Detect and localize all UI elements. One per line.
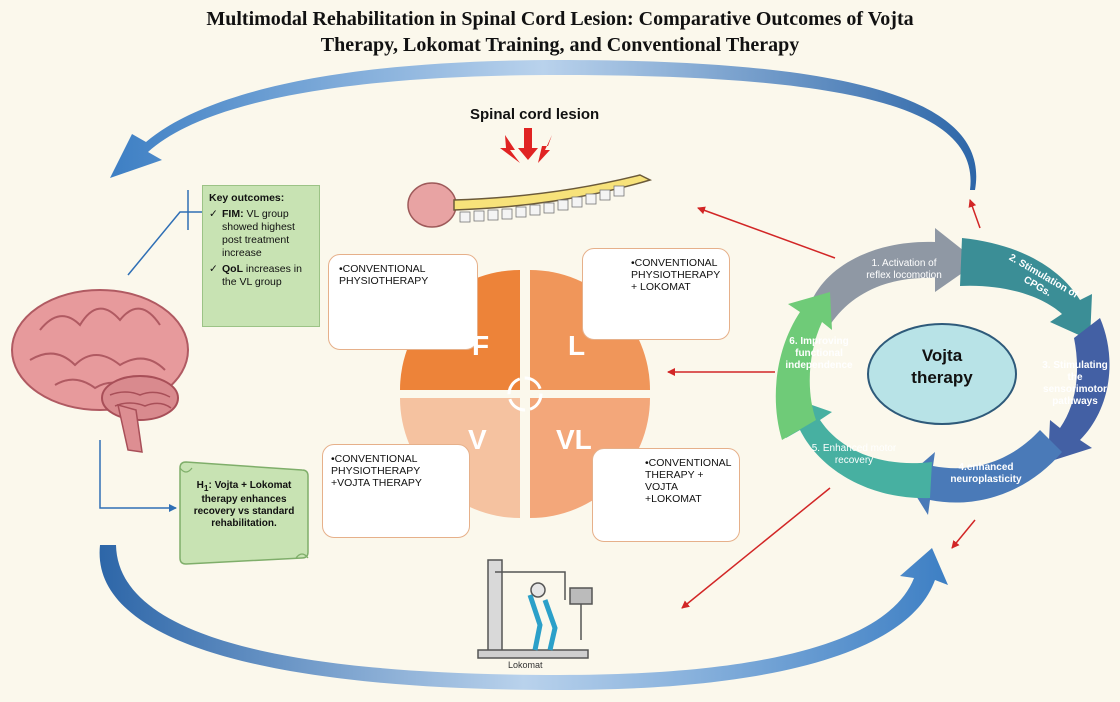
hypothesis-text: H1: Vojta + Lokomat therapy enhances rec… <box>193 480 295 529</box>
quadrant-f-letter: F <box>472 330 490 361</box>
group-v-card: •CONVENTIONAL PHYSIOTHERAPY +VOJTA THERA… <box>322 444 470 538</box>
checkmark-icon: ✓ <box>209 263 218 275</box>
vojta-cycle <box>775 228 1110 515</box>
vojta-center-label: Vojta therapy <box>911 346 973 387</box>
group-f-label: •CONVENTIONAL PHYSIOTHERAPY <box>339 263 429 287</box>
title-line-2: Therapy, Lokomat Training, and Conventio… <box>320 34 800 56</box>
hypothesis-scroll-shape <box>179 461 309 565</box>
vojta-step-2-arrow <box>960 238 1092 340</box>
key-outcome-item: ✓ FIM: VL group showed highest post trea… <box>209 208 313 260</box>
connector-lines <box>99 190 202 512</box>
group-l-label: •CONVENTIONAL PHYSIOTHERAPY + LOKOMAT <box>631 257 721 293</box>
checkmark-icon: ✓ <box>209 208 218 220</box>
group-vl-card: •CONVENTIONAL THERAPY + VOJTA +LOKOMAT <box>592 448 740 542</box>
group-v-label: •CONVENTIONAL PHYSIOTHERAPY +VOJTA THERA… <box>331 453 422 489</box>
quadrant-vl <box>530 398 650 518</box>
lokomat-illustration <box>477 559 593 659</box>
vojta-step-6-arrow <box>775 292 832 440</box>
brain-illustration <box>11 289 189 453</box>
spinal-cord-illustration <box>407 128 653 228</box>
vojta-step-4-arrow <box>905 430 1062 515</box>
vojta-step-5-label: 5. Enhanced motor recovery <box>811 443 897 466</box>
group-vl-label: •CONVENTIONAL THERAPY + VOJTA +LOKOMAT <box>645 457 732 505</box>
vojta-step-3-label: 3. Stimulating the sensorimotor pathways <box>1042 360 1108 407</box>
key-outcomes-box: Key outcomes: ✓ FIM: VL group showed hig… <box>202 185 320 327</box>
hypothesis-statement: : Vojta + Lokomat therapy enhances recov… <box>193 480 295 529</box>
vojta-step-4-label: 4.enhanced neuroplasticity <box>950 462 1022 485</box>
key-outcome-text: VL group showed highest post treatment i… <box>222 208 295 259</box>
top-cycle-arrow <box>110 60 977 190</box>
group-l-card: •CONVENTIONAL PHYSIOTHERAPY + LOKOMAT <box>582 248 730 340</box>
lokomat-label: Lokomat <box>508 660 543 670</box>
key-outcome-text: increases in the VL group <box>222 263 302 288</box>
vojta-step-1-label: 1. Activation of reflex locomotion <box>866 258 942 281</box>
vojta-step-6-label: 6. Improving functional independence <box>785 336 853 371</box>
vojta-step-3-arrow <box>1048 318 1110 462</box>
hypothesis-subscript: 1 <box>203 483 209 493</box>
quadrant-v-letter: V <box>468 424 487 455</box>
page-title: Multimodal Rehabilitation in Spinal Cord… <box>80 6 1040 58</box>
quadrant-vl-letter: VL <box>556 424 592 455</box>
quadrant-l-letter: L <box>568 330 586 361</box>
red-arrows <box>667 199 981 609</box>
spinal-cord-label: Spinal cord lesion <box>470 106 600 123</box>
title-line-1: Multimodal Rehabilitation in Spinal Cord… <box>206 8 914 30</box>
key-outcome-metric: QoL <box>222 263 243 275</box>
key-outcome-item: ✓ QoL increases in the VL group <box>209 263 313 289</box>
group-f-card: •CONVENTIONAL PHYSIOTHERAPY <box>328 254 478 350</box>
key-outcomes-heading: Key outcomes: <box>209 192 285 204</box>
vojta-center-ellipse <box>867 323 1017 425</box>
key-outcome-metric: FIM: <box>222 208 244 220</box>
vojta-step-5-arrow <box>786 398 932 499</box>
vojta-step-1-arrow <box>812 228 978 325</box>
